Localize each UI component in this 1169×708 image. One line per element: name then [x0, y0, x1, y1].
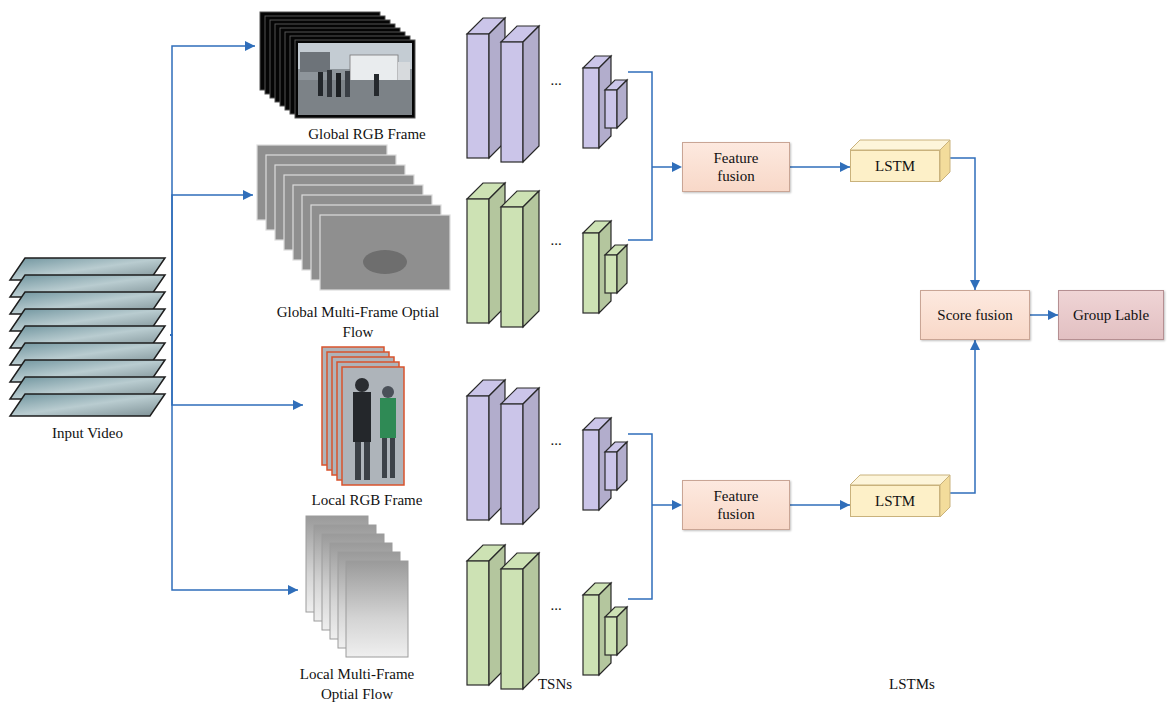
ellipsis: ...	[550, 231, 561, 249]
caption: Global RGB Frame	[308, 125, 426, 143]
box-label: LSTM	[875, 492, 915, 510]
person-frame-stack	[322, 347, 404, 485]
connector-arrow	[170, 46, 255, 335]
flow-blob	[363, 250, 407, 274]
connector-arrow	[170, 335, 298, 590]
rgb-frame-stack	[260, 12, 415, 118]
caption: Local Multi-Frame Optial Flow	[291, 664, 423, 704]
caption: Local RGB Frame	[312, 491, 423, 509]
connector-arrow	[940, 158, 975, 290]
box-label: Feature fusion	[703, 149, 769, 185]
connector-arrow	[790, 504, 850, 506]
local-flow-stack	[306, 516, 408, 657]
ellipsis: ...	[550, 596, 561, 614]
frame-input: Global Multi-Frame Optial Flow	[253, 142, 463, 342]
tsn-rgb-stream	[467, 18, 627, 162]
lstm-block: LSTM	[850, 485, 940, 517]
street-scene	[298, 43, 412, 115]
frame-input: Global RGB Frame	[255, 8, 479, 143]
connector-arrow	[790, 166, 850, 168]
column-label: LSTMs	[889, 675, 935, 693]
caption: Input Video	[52, 424, 123, 442]
box-label: Score fusion	[937, 306, 1012, 324]
fusion-box: Feature fusion	[682, 480, 790, 530]
box-label: Group Lable	[1073, 306, 1149, 324]
lstm-side-face	[940, 140, 950, 182]
video-input: Input Video	[5, 250, 170, 442]
box-label: Feature fusion	[703, 487, 769, 523]
box-label: LSTM	[875, 157, 915, 175]
wire-arrowhead	[672, 162, 682, 510]
column-label: TSNs	[538, 675, 572, 693]
frame-input: Local RGB Frame	[303, 345, 431, 509]
tsn-wire	[628, 72, 678, 599]
ellipsis: ...	[550, 431, 561, 449]
lstm-side-face	[940, 475, 950, 517]
flow-frame-stack	[257, 145, 450, 290]
lstm-top-face	[850, 140, 950, 150]
fusion-box: Score fusion	[920, 290, 1030, 340]
caption: Global Multi-Frame Optial Flow	[263, 302, 453, 342]
connector-arrow	[940, 340, 975, 493]
connector-arrow	[1030, 314, 1058, 316]
person-figures	[353, 378, 396, 480]
tsn-rgb-stream	[467, 380, 627, 524]
ellipsis: ...	[550, 71, 561, 89]
lstm-block: LSTM	[850, 150, 940, 182]
output-box: Group Lable	[1058, 290, 1164, 340]
connector-arrow	[170, 195, 253, 335]
fusion-box: Feature fusion	[682, 142, 790, 192]
lstm-top-face	[850, 475, 950, 485]
tsn-flow-stream	[467, 545, 627, 689]
video-stack	[10, 258, 165, 416]
tsn-flow-stream	[467, 183, 627, 327]
frame-input: Local Multi-Frame Optial Flow	[298, 512, 416, 704]
connector-arrow	[170, 335, 303, 405]
